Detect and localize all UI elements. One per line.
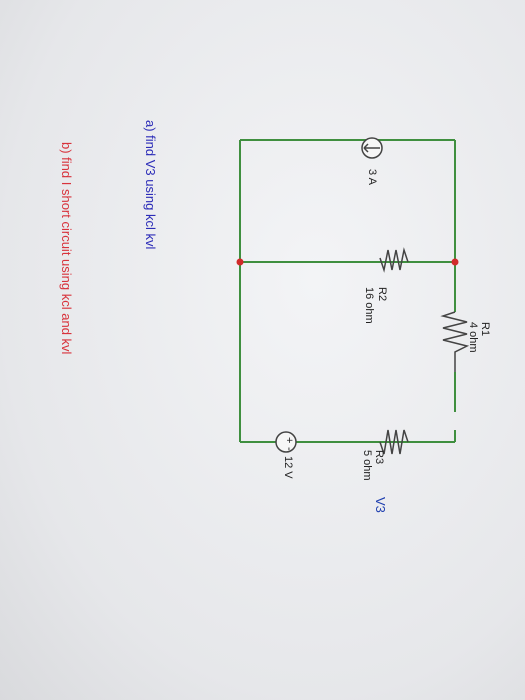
question-b: b) find I short circuit using kcl and kv… <box>59 142 74 355</box>
r1-value: 4 ohm <box>467 322 479 353</box>
current-source <box>361 137 383 159</box>
r3-resistor <box>379 429 409 455</box>
r2-name: R2 <box>376 287 388 301</box>
voltage-source <box>275 431 297 453</box>
question-a: a) find V3 using kcl kvl <box>143 120 158 249</box>
voltage-source-minus: - <box>283 447 295 451</box>
v3-label: V3 <box>373 497 388 513</box>
r3-value: 5 ohm <box>361 450 373 481</box>
r3-name: R3 <box>373 450 385 464</box>
voltage-source-plus: + <box>283 437 295 443</box>
r2-value: 16 ohm <box>363 287 375 324</box>
voltage-source-label: 12 V <box>282 456 294 479</box>
r2-resistor <box>379 247 409 273</box>
current-source-label: 3 A <box>366 169 378 186</box>
node-right <box>451 258 459 266</box>
node-left <box>236 258 244 266</box>
r1-resistor <box>440 311 470 372</box>
r1-name: R1 <box>479 322 491 336</box>
